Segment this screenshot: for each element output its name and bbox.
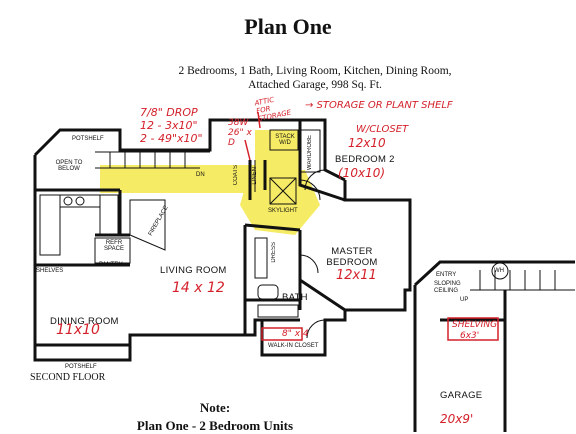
dining-size: 11x10 [56,322,100,338]
note-text: Plan One - 2 Bedroom Units [136,418,294,433]
shelves-label: SHELVES [36,268,64,274]
water-heater-icon [491,262,509,280]
outer-wall-top [33,118,346,182]
open-to-below-label: OPEN TO BELOW [55,160,83,172]
description-line-2: Attached Garage, 998 Sq. Ft. [248,79,382,91]
shelving-note: SHELVING [452,320,498,330]
master-size: 12x11 [336,268,377,283]
storage-shelf-note: → STORAGE OR PLANT SHELF [305,100,453,111]
garage-stairs [470,270,575,291]
garage-label: GARAGE [440,390,483,401]
description-line-1: 2 Bedrooms, 1 Bath, Living Room, Kitchen… [178,65,452,77]
drop-note: 7/8" DROP 12 - 3x10" 2 - 49"x10" [140,106,203,145]
potshelf-label: POTSHELF [72,136,104,142]
stack-wd-label: STACK W/D [275,134,295,146]
attic-dimension-note: 38W 26" x D [228,118,252,148]
bath-label: BATH [282,292,308,303]
second-floor-label: SECOND FLOOR [30,372,106,383]
down-label: DN [196,172,205,178]
master-bedroom-label: MASTER BEDROOM [326,246,378,268]
note-title: Note: [199,400,231,415]
bedroom2-size: 12x10 [348,136,386,150]
plan-title: Plan One [244,14,332,39]
garage-size: 20x9' [440,412,474,426]
living-room-label: LIVING ROOM [160,265,227,276]
bedroom2-closet-note: W/CLOSET [356,124,409,135]
outer-wall [33,155,412,362]
up-label: UP [460,297,469,303]
dining-room-label: DINING ROOM [50,316,119,327]
plan-description: 2 Bedrooms, 1 Bath, Living Room, Kitchen… [150,64,480,92]
refr-space-label: REFR SPACE [104,240,124,252]
entry-label: ENTRY [436,272,457,278]
living-size: 14 x 12 [172,280,225,296]
skylight-label: SKYLIGHT [268,208,298,214]
pantry-label: PANTRY [99,262,123,268]
wardrobe-label: WARDROBE [307,135,313,171]
shelving-size: 6x3' [460,331,480,341]
dress-label: DRESS [271,242,277,263]
potshelf-bottom-label: POTSHELF [65,364,97,370]
sloping-ceiling-label: SLOPING CEILING [434,281,461,294]
stairs [95,151,210,169]
linen-label: LINEN [252,167,258,185]
bedroom2-size-alt: (10x10) [338,166,386,180]
walk-in-closet-label: WALK-IN CLOSET [268,343,319,349]
closet-size: 8" x 4 [282,329,309,339]
bedroom2-label: BEDROOM 2 [335,154,395,165]
water-heater-label: WH [494,268,504,274]
coats-label: COATS [233,165,239,186]
